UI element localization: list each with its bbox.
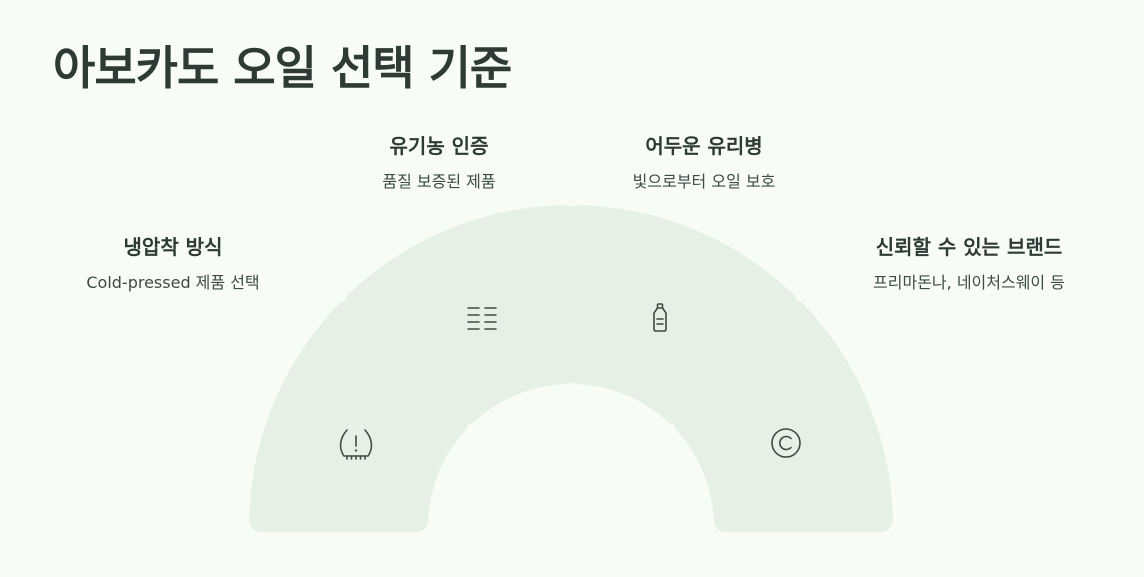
item-description: 품질 보증된 제품	[382, 172, 496, 191]
page-title: 아보카도 오일 선택 기준	[53, 41, 512, 95]
item-description: Cold-pressed 제품 선택	[86, 273, 260, 292]
copyright-icon	[771, 428, 801, 458]
item-description: 빛으로부터 오일 보호	[632, 172, 776, 191]
tire-pressure-warning-icon	[339, 429, 373, 460]
segment-organic	[344, 205, 577, 425]
item-heading: 신뢰할 수 있는 브랜드	[875, 235, 1063, 259]
item-heading: 유기농 인증	[389, 134, 489, 158]
item-heading: 어두운 유리병	[645, 134, 763, 158]
list-icon	[467, 307, 497, 330]
segment-trusted-brand	[673, 300, 893, 533]
item-heading: 냉압착 방식	[123, 235, 223, 259]
segment-dark-bottle	[565, 205, 798, 425]
segment-cold-pressed	[249, 300, 469, 533]
bottle-icon	[653, 303, 667, 332]
item-description: 프리마돈나, 네이처스웨이 등	[873, 273, 1065, 292]
